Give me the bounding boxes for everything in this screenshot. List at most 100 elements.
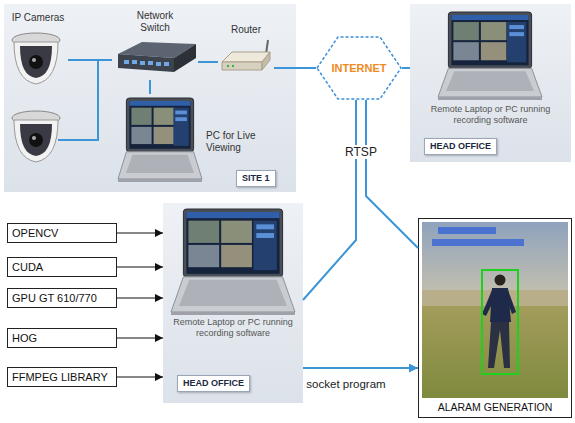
illustration-part bbox=[488, 322, 510, 368]
illustration-part bbox=[156, 62, 161, 66]
illustration-part bbox=[126, 98, 193, 152]
illustration-part bbox=[438, 68, 542, 97]
illustration-part bbox=[175, 117, 187, 121]
site-panel-text: SITE 1 bbox=[236, 170, 276, 187]
illustration-part bbox=[453, 22, 478, 40]
text-slot: HEAD OFFICE bbox=[177, 375, 250, 392]
text-slot: INTERNET bbox=[316, 36, 402, 100]
network-link bbox=[402, 67, 410, 69]
illustration-part bbox=[507, 22, 526, 62]
ip-camera-group: IP Cameras bbox=[8, 10, 68, 182]
illustration-part bbox=[12, 111, 60, 162]
illustration-part bbox=[20, 124, 52, 156]
input-arrow bbox=[117, 297, 163, 298]
text-slot: FFMPEG LIBRARY bbox=[12, 368, 108, 386]
illustration-part bbox=[126, 155, 194, 173]
library-box-text: OPENCV bbox=[12, 227, 58, 239]
head-office-panel-illustration bbox=[163, 203, 303, 403]
illustration-part bbox=[129, 101, 190, 106]
illustration-part bbox=[432, 239, 524, 246]
illustration-part bbox=[140, 61, 145, 65]
illustration-part bbox=[438, 227, 496, 234]
head-office-panel: Remote Laptop or PC running recording so… bbox=[163, 203, 303, 403]
illustration-part bbox=[446, 71, 534, 91]
head-office-panel-text: Remote Laptop or PC running recording so… bbox=[416, 104, 565, 126]
illustration-part bbox=[154, 127, 174, 144]
head-office-panel-text: Remote Laptop or PC running recording so… bbox=[168, 317, 298, 339]
alarm-image-box-illustration bbox=[418, 218, 572, 418]
text-slot: CUDA bbox=[12, 258, 43, 276]
router-text: Router bbox=[218, 24, 274, 36]
illustration-part bbox=[183, 209, 282, 277]
illustration-part bbox=[222, 62, 262, 70]
router: Router bbox=[218, 22, 274, 80]
illustration-part bbox=[175, 111, 187, 115]
illustration-part bbox=[173, 108, 188, 146]
illustration-part bbox=[171, 277, 295, 312]
text-slot: GPU GT 610/770 bbox=[12, 289, 97, 307]
illustration-part bbox=[132, 60, 137, 64]
edge-label: RTSP bbox=[343, 145, 379, 159]
text-slot: HEAD OFFICE bbox=[424, 138, 497, 155]
network-switch-text: Network Switch bbox=[125, 10, 185, 34]
ip-camera-group-illustration bbox=[8, 10, 68, 182]
illustration-part bbox=[186, 212, 279, 218]
text-slot: Network Switch bbox=[125, 10, 185, 34]
illustration-part bbox=[131, 108, 151, 125]
illustration-part bbox=[232, 65, 234, 67]
site-panel: SITE 1 IP Cameras Network SwitchRouter PC f… bbox=[4, 4, 296, 192]
text-slot: Router bbox=[218, 24, 274, 36]
illustration-part bbox=[174, 44, 196, 72]
text-slot: HOG bbox=[12, 329, 37, 347]
illustration-part bbox=[451, 15, 528, 65]
illustration-part bbox=[509, 32, 524, 36]
illustration-part bbox=[506, 290, 516, 314]
illustration-part bbox=[495, 275, 506, 286]
illustration-part bbox=[164, 62, 169, 66]
illustration-part bbox=[256, 233, 274, 238]
input-arrow bbox=[117, 232, 163, 233]
head-office-panel-text: HEAD OFFICE bbox=[177, 375, 250, 392]
library-box-text: FFMPEG LIBRARY bbox=[12, 371, 108, 383]
illustration-part bbox=[118, 179, 202, 182]
network-switch: Network Switch bbox=[112, 10, 198, 80]
illustration-part bbox=[221, 245, 252, 267]
illustration-part bbox=[481, 42, 506, 60]
illustration-part bbox=[12, 33, 60, 84]
illustration-part bbox=[188, 245, 219, 267]
illustration-part bbox=[262, 52, 270, 70]
input-arrow bbox=[117, 376, 163, 377]
illustration-part bbox=[317, 37, 401, 99]
alarm-image-box-text: ALARAM GENERATION bbox=[418, 401, 572, 414]
text-slot: ALARAM GENERATION bbox=[418, 401, 572, 414]
illustration-part bbox=[453, 42, 478, 60]
illustration-part bbox=[448, 12, 531, 68]
illustration-part bbox=[451, 15, 528, 20]
illustration-part bbox=[188, 221, 219, 243]
text-slot: Remote Laptop or PC running recording so… bbox=[168, 317, 298, 339]
network-link bbox=[198, 61, 218, 63]
input-arrow bbox=[117, 266, 163, 267]
illustration-part bbox=[481, 22, 506, 40]
illustration-part bbox=[186, 212, 279, 274]
head-office-panel: Remote Laptop or PC running recording so… bbox=[410, 4, 571, 162]
edge-label: socket program bbox=[304, 378, 387, 390]
internet-hexagon: INTERNET bbox=[316, 36, 402, 100]
illustration-part bbox=[509, 25, 524, 29]
illustration-part bbox=[254, 221, 277, 270]
illustration-part bbox=[124, 60, 129, 64]
library-box: CUDA bbox=[7, 257, 117, 277]
network-link bbox=[303, 100, 356, 300]
text-slot: Remote Laptop or PC running recording so… bbox=[416, 104, 565, 126]
network-link bbox=[149, 80, 151, 94]
network-link bbox=[274, 67, 316, 69]
illustration-part bbox=[154, 108, 174, 125]
live-view-pc-text: PC for Live Viewing bbox=[206, 130, 266, 154]
illustration-part bbox=[20, 46, 52, 78]
illustration-part bbox=[29, 55, 43, 69]
library-box-text: CUDA bbox=[12, 261, 43, 273]
illustration-part bbox=[129, 101, 190, 149]
library-box: FFMPEG LIBRARY bbox=[7, 367, 117, 387]
illustration-part bbox=[118, 152, 202, 179]
